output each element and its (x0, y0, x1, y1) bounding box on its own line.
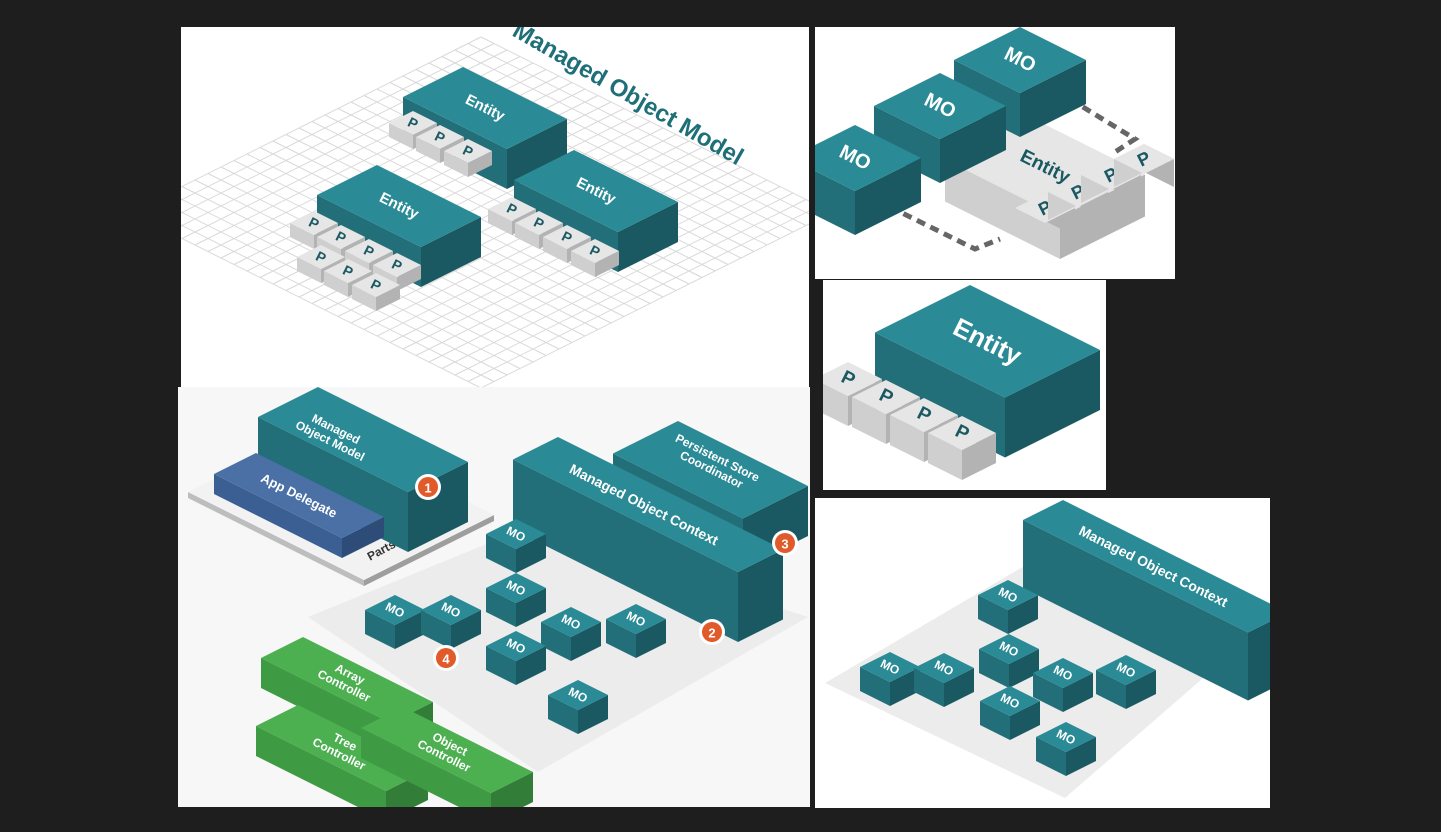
managed-object-block: MO (860, 652, 920, 706)
managed-object-block: MO (1096, 655, 1156, 709)
managed-object-block: MO (486, 519, 546, 573)
property-block: P (928, 416, 996, 480)
property-block: P (352, 273, 400, 311)
managed-object-block: MO (978, 580, 1038, 634)
svg-text:4: 4 (442, 652, 450, 667)
badge-1: 1 (415, 474, 441, 500)
property-block: P (444, 139, 492, 177)
managed-object-block: MO (980, 686, 1040, 740)
managed-object-block: MO (606, 604, 666, 658)
managed-object-block: MO (548, 680, 608, 734)
managed-object-block: MO (979, 634, 1039, 688)
svg-text:1: 1 (424, 481, 431, 496)
managed-object-block: MO (815, 125, 921, 235)
badge-4: 4 (433, 645, 459, 671)
managed-object-block: MO (486, 573, 546, 627)
property-block: P (324, 259, 372, 297)
managed-object-block: MO (421, 595, 481, 649)
managed-object-block: MO (486, 631, 546, 685)
managed-object-block: MO (874, 73, 1006, 183)
badge-3: 3 (772, 530, 798, 556)
managed-object-block: MO (914, 653, 974, 707)
managed-object-block: MO (1036, 722, 1096, 776)
property-block: P (1114, 144, 1174, 187)
svg-text:2: 2 (708, 626, 715, 641)
managed-object-block: MO (541, 607, 601, 661)
badge-2: 2 (699, 619, 725, 645)
managed-object-block: MO (1033, 658, 1093, 712)
svg-text:3: 3 (781, 537, 788, 552)
managed-object-block: MO (365, 595, 425, 649)
property-block: P (571, 239, 619, 277)
